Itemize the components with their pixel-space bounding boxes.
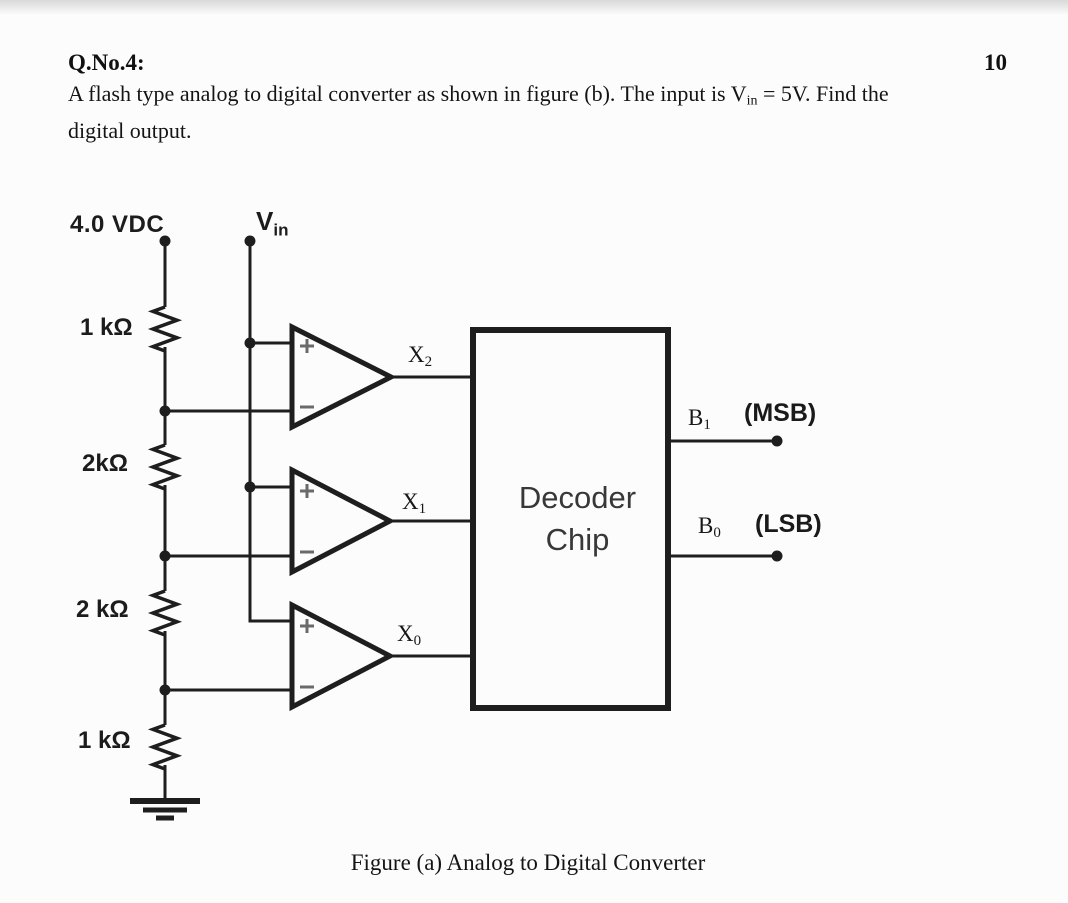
- b0-main: B: [698, 513, 714, 538]
- terminal-dot-b1: [771, 435, 783, 447]
- b1-main: B: [688, 405, 704, 430]
- scan-edge-shadow: [0, 0, 1068, 15]
- question-marks: 10: [984, 50, 1007, 75]
- question-text-line2: digital output.: [68, 117, 192, 143]
- resistor-r3: [147, 589, 183, 637]
- figure-caption: Figure (a) Analog to Digital Converter: [350, 850, 706, 875]
- x0-subscript: 0: [413, 633, 422, 650]
- msb-tag: (MSB): [744, 399, 817, 427]
- resistor-r2: [147, 443, 183, 491]
- vin-rail: [248, 241, 292, 623]
- plus-icon: [300, 339, 314, 353]
- x2-subscript: 2: [424, 354, 433, 371]
- resistor-label-3: 2 kΩ: [76, 596, 129, 623]
- comparator-1-triangle: [289, 322, 397, 432]
- junction-dot-vin-1: [244, 337, 256, 349]
- comparator-3: [289, 600, 396, 712]
- decoder-chip-box: [470, 327, 671, 711]
- b0-subscript: 0: [713, 525, 721, 542]
- wire-vin-rail: [248, 241, 292, 623]
- comparator-2: [289, 465, 396, 577]
- resistor-label-2: 2kΩ: [82, 450, 128, 477]
- x2-main: X: [408, 342, 425, 367]
- plus-icon: [300, 484, 314, 498]
- comparator-output-label-x1: X1: [402, 489, 426, 518]
- bit-label-b0: B0: [698, 513, 721, 542]
- resistor-label-4: 1 kΩ: [78, 727, 131, 754]
- terminal-dot-b0: [771, 550, 783, 562]
- decoder-label-line1: Decoder: [518, 480, 637, 515]
- question-text: A flash type analog to digital converter…: [68, 79, 1058, 145]
- x0-main: X: [397, 621, 414, 646]
- comparator-3-triangle: [289, 600, 396, 712]
- question-text-post: = 5V. Find the: [757, 81, 889, 106]
- resistor-r1: [147, 305, 183, 353]
- junction-dot-vin-2: [244, 481, 256, 493]
- resistor-r4: [147, 723, 183, 771]
- comparator-1: [289, 322, 397, 432]
- comparator-output-label-x2: X2: [408, 342, 432, 371]
- bit-label-b1: B1: [688, 405, 711, 434]
- junction-dot-node-c: [159, 684, 171, 696]
- lsb-tag: (LSB): [755, 510, 822, 538]
- junction-dot-node-b: [159, 550, 171, 562]
- vin-main: V: [256, 206, 274, 236]
- question-text-pre: A flash type analog to digital converter…: [68, 81, 747, 106]
- plus-icon: [300, 619, 314, 633]
- question-text-subscript: in: [746, 93, 758, 109]
- supply-node-dot: [159, 235, 171, 247]
- comparator-2-triangle: [289, 465, 396, 577]
- decoder-label-line2: Chip: [545, 522, 610, 557]
- resistor-label-1: 1 kΩ: [80, 314, 133, 341]
- comparator-output-label-x0: X0: [397, 621, 421, 650]
- x1-main: X: [402, 489, 419, 514]
- decoder-chip-label: Decoder Chip: [473, 330, 668, 708]
- resistor-ladder: [130, 241, 200, 821]
- vin-subscript: in: [273, 220, 289, 240]
- supply-voltage-label: 4.0 VDC: [70, 211, 165, 238]
- x1-subscript: 1: [418, 501, 427, 518]
- ground-icon: [130, 798, 200, 821]
- vin-label: Vin: [256, 206, 288, 240]
- vin-node-dot: [244, 235, 256, 247]
- b1-subscript: 1: [703, 417, 711, 434]
- question-number: Q.No.4:: [68, 50, 145, 75]
- junction-dot-node-a: [159, 405, 171, 417]
